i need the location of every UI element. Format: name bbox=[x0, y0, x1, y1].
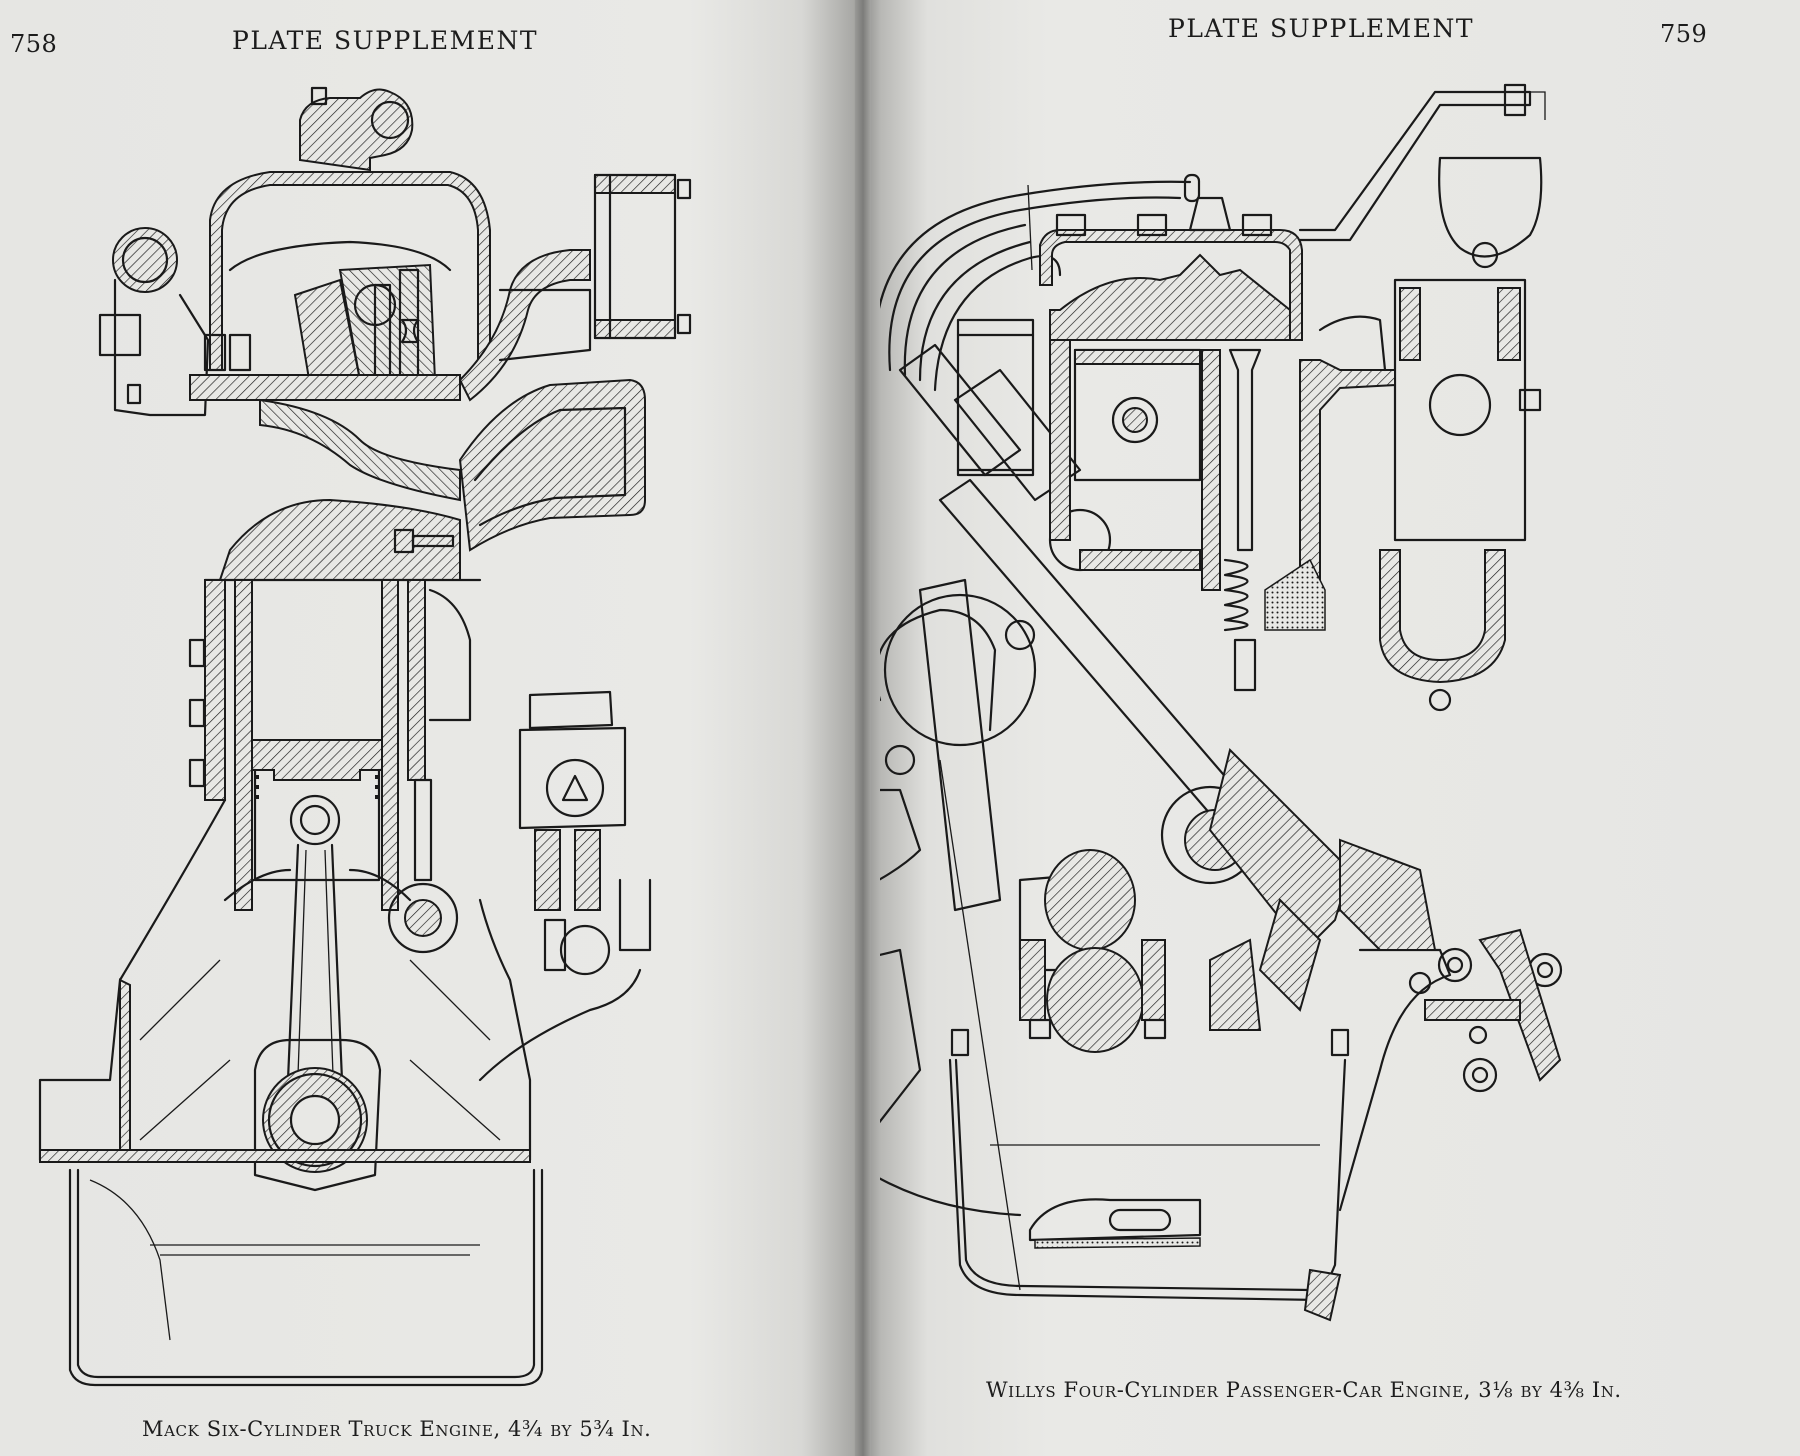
magneto bbox=[478, 690, 652, 1082]
dipstick bbox=[939, 759, 1021, 1291]
oil-pan bbox=[68, 1168, 544, 1387]
left-caption-unit: In. bbox=[621, 1417, 652, 1441]
spark-plug-top bbox=[1188, 196, 1232, 232]
water-outlet bbox=[299, 86, 414, 172]
camshaft bbox=[387, 778, 459, 954]
cylinder-head bbox=[209, 171, 491, 387]
manifold-outlet bbox=[1318, 315, 1387, 372]
dipstick-tube bbox=[918, 578, 1002, 912]
right-caption-subject: Willys Four-Cylinder Passenger-Car Engin… bbox=[986, 1378, 1464, 1402]
book-gutter bbox=[855, 0, 871, 1456]
timing-gear-housing bbox=[883, 593, 1037, 776]
fuel-line bbox=[1298, 90, 1532, 242]
water-pump-housing bbox=[98, 227, 210, 417]
ignition-wires bbox=[880, 173, 1201, 392]
crankshaft bbox=[1018, 849, 1167, 1053]
valve-spring bbox=[1223, 348, 1262, 692]
left-page-number: 758 bbox=[10, 30, 58, 58]
spark-plug bbox=[393, 528, 455, 554]
intake-manifold bbox=[458, 173, 692, 402]
right-caption-unit: In. bbox=[1591, 1378, 1622, 1402]
oil-pan bbox=[948, 1028, 1350, 1322]
willys-engine-cross-section bbox=[880, 83, 1563, 1322]
left-figure-caption: Mack Six-Cylinder Truck Engine, 4¾ by 5¾… bbox=[142, 1417, 651, 1441]
right-caption-by: by bbox=[1520, 1378, 1543, 1402]
oil-strainer bbox=[1264, 558, 1326, 631]
cylinder-block bbox=[1049, 339, 1221, 591]
right-figure-caption: Willys Four-Cylinder Passenger-Car Engin… bbox=[986, 1378, 1622, 1402]
connecting-rod bbox=[253, 843, 382, 1192]
left-running-head: PLATE SUPPLEMENT bbox=[232, 26, 539, 55]
distributor bbox=[898, 318, 1082, 502]
right-page-number: 759 bbox=[1660, 20, 1708, 48]
head-gasket-flange bbox=[189, 374, 461, 401]
right-page bbox=[862, 0, 1800, 1456]
left-caption-subject: Mack Six-Cylinder Truck Engine bbox=[142, 1417, 494, 1441]
carburetor bbox=[1379, 83, 1546, 712]
mack-engine-cross-section bbox=[38, 86, 692, 1387]
left-caption-stroke: 5¾ bbox=[572, 1417, 622, 1441]
right-running-head: PLATE SUPPLEMENT bbox=[1168, 14, 1475, 43]
crankcase bbox=[880, 788, 1452, 1217]
right-caption-stroke: 4⅜ bbox=[1542, 1378, 1592, 1402]
cylinder-head bbox=[1039, 196, 1303, 341]
right-caption-bore: , 3⅛ bbox=[1463, 1378, 1521, 1402]
left-caption-by: by bbox=[550, 1417, 573, 1441]
left-caption-bore: , 4¾ bbox=[493, 1417, 551, 1441]
oil-pump-detail bbox=[1424, 928, 1563, 1093]
piston bbox=[251, 739, 383, 882]
crankcase bbox=[38, 798, 532, 1163]
exhaust-manifold bbox=[458, 378, 646, 552]
generator bbox=[880, 608, 997, 732]
oil-pump bbox=[1208, 748, 1437, 1031]
piston bbox=[1073, 348, 1202, 482]
